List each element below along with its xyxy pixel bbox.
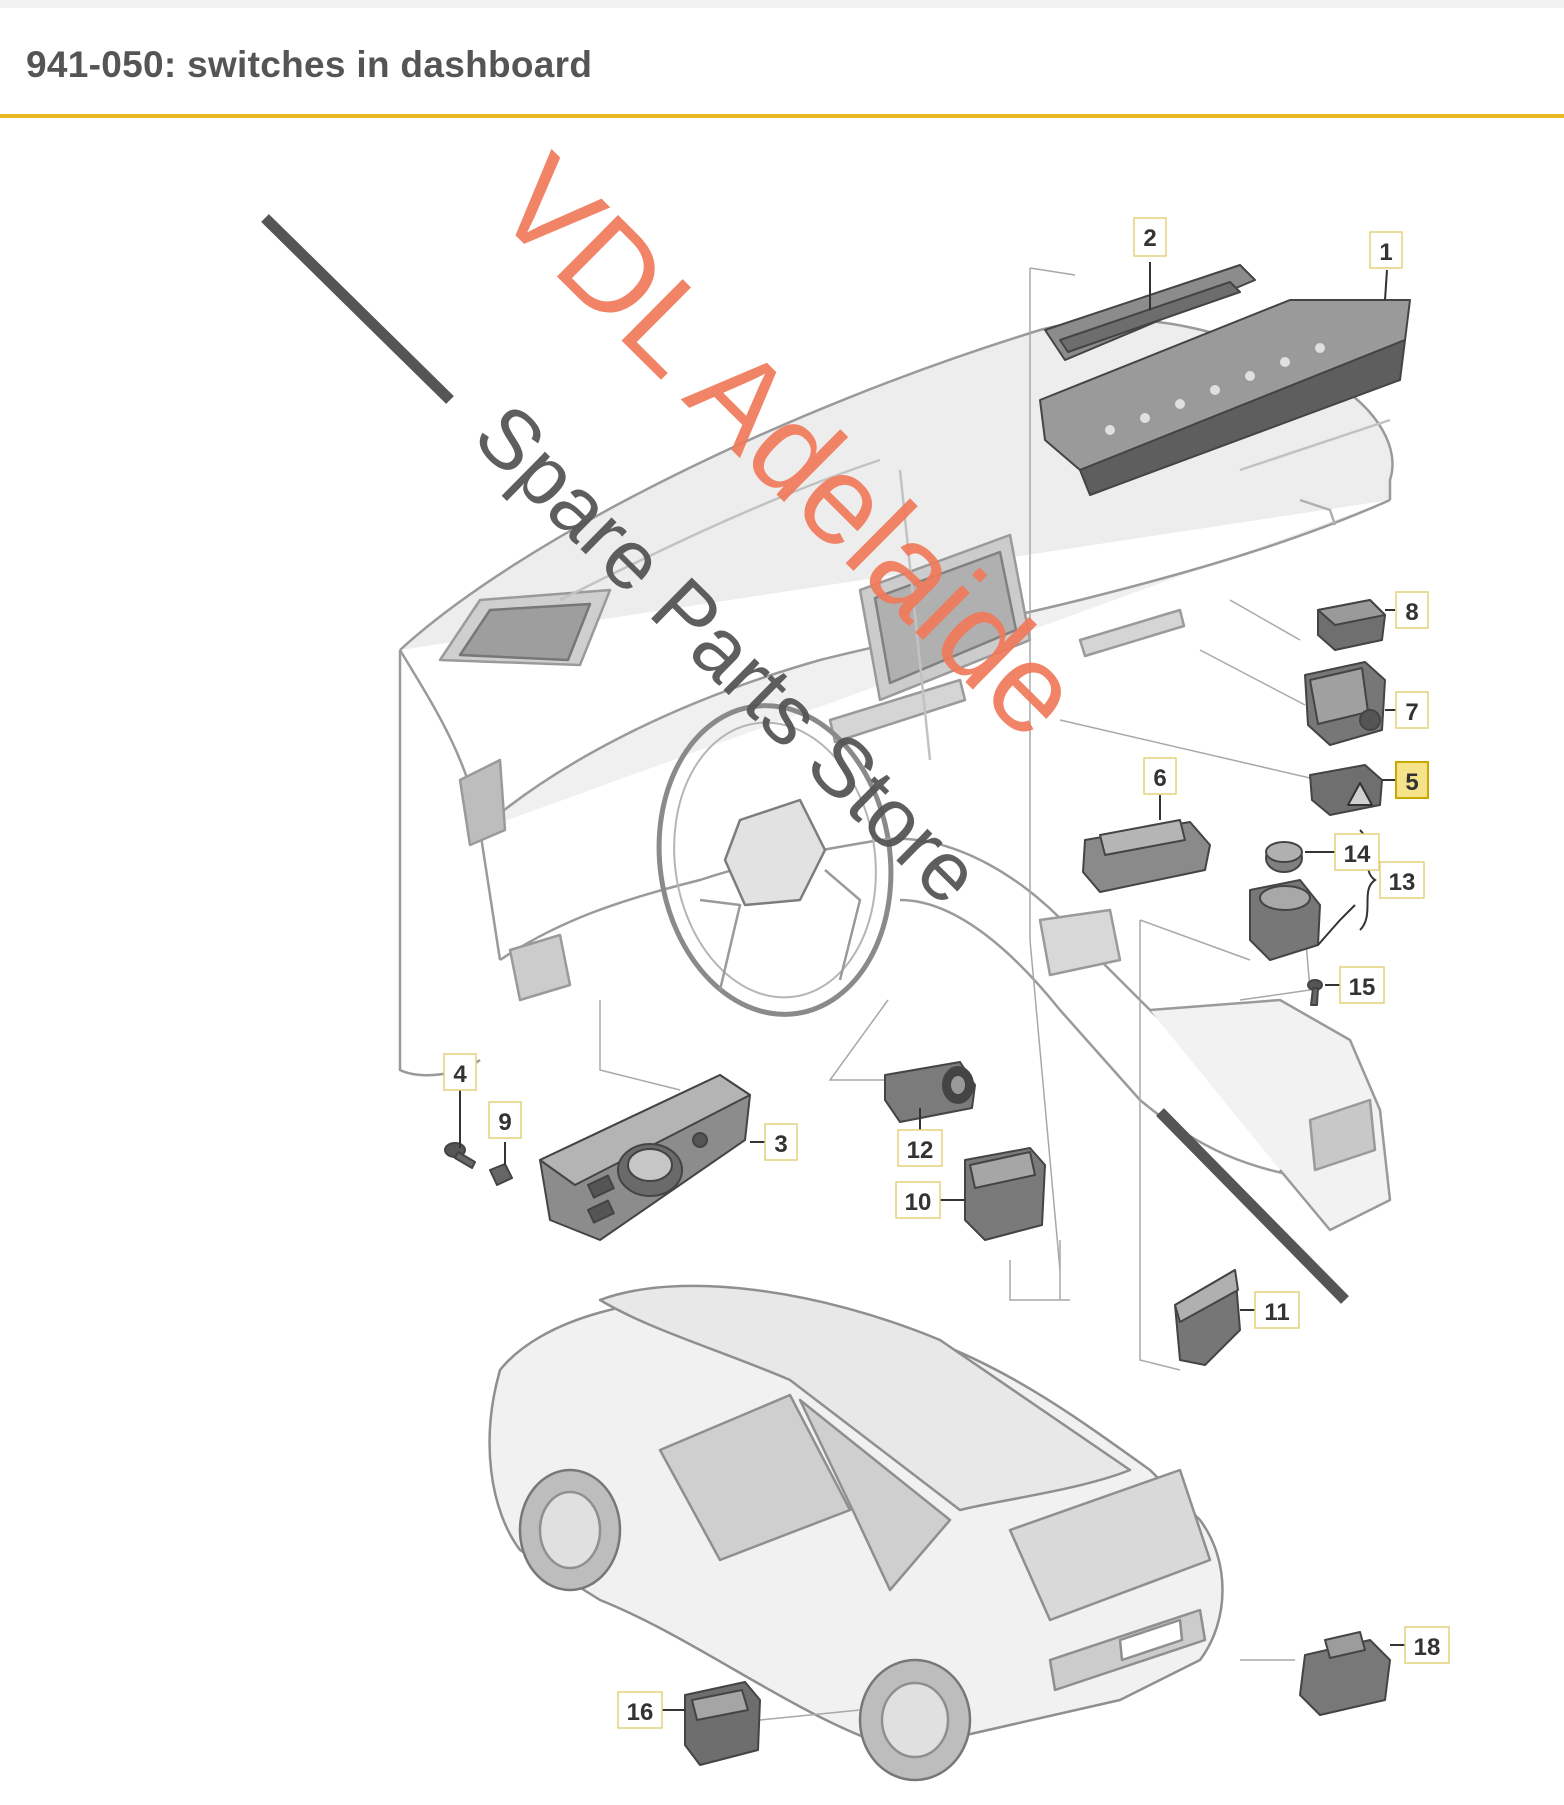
svg-text:10: 10 [905,1189,932,1216]
page-title: 941-050: switches in dashboard [26,44,593,85]
part-3-light-switch[interactable] [539,1074,751,1241]
part-16-switch[interactable] [684,1681,761,1766]
svg-text:9: 9 [498,1109,511,1136]
header-accent-rule [0,114,1564,118]
watermark-stroke-top [261,214,454,404]
part-18-switch[interactable] [1299,1631,1391,1716]
callout-4[interactable]: 4 [443,1053,477,1091]
part-8-switch[interactable] [1317,599,1386,651]
leader-lines [599,267,1311,1721]
parts [444,264,1411,1766]
part-2-switch-panel-cover[interactable] [1044,264,1256,361]
callout-3[interactable]: 3 [764,1123,798,1161]
part-14-knob[interactable] [1265,841,1303,873]
part-10-switch[interactable] [964,1147,1046,1241]
part-15-screw[interactable] [1307,979,1323,1006]
svg-text:1: 1 [1379,239,1392,266]
top-strip [0,0,1564,8]
svg-text:16: 16 [627,1699,654,1726]
parts-diagram: 1 2 8 7 5 6 14 13 [0,118,1564,1800]
svg-text:6: 6 [1153,765,1166,792]
callout-labels: 1 2 8 7 5 6 14 13 [443,217,1450,1729]
page-header: 941-050: switches in dashboard [0,8,1564,118]
callout-8[interactable]: 8 [1395,591,1429,629]
callout-5[interactable]: 5 [1395,761,1429,799]
svg-text:15: 15 [1349,974,1376,1001]
callout-14[interactable]: 14 [1334,833,1380,871]
callout-1[interactable]: 1 [1369,231,1403,269]
callout-ticks [459,262,1405,1711]
svg-text:4: 4 [453,1061,467,1088]
part-7-switch[interactable] [1304,661,1386,746]
callout-18[interactable]: 18 [1404,1626,1450,1664]
svg-text:3: 3 [774,1131,787,1158]
svg-text:11: 11 [1264,1299,1289,1326]
vehicle-illustration [488,1284,1224,1782]
svg-text:14: 14 [1344,841,1371,868]
callout-12[interactable]: 12 [897,1129,943,1167]
svg-text:12: 12 [907,1137,934,1164]
svg-text:7: 7 [1405,699,1418,726]
watermark-stroke-bottom [1156,1108,1349,1304]
part-1-switch-panel[interactable] [1039,299,1411,496]
part-13-rotary-control[interactable] [1249,879,1321,961]
callout-2[interactable]: 2 [1133,217,1167,257]
svg-text:8: 8 [1405,599,1418,626]
part-9-clip[interactable] [489,1163,513,1186]
svg-text:5: 5 [1405,769,1418,796]
part-6-control-unit[interactable] [1082,819,1211,893]
callout-11[interactable]: 11 [1254,1291,1300,1329]
callout-6[interactable]: 6 [1143,757,1177,795]
svg-text:2: 2 [1143,225,1156,252]
callout-10[interactable]: 10 [895,1181,941,1219]
part-11-switch[interactable] [1174,1269,1241,1366]
svg-text:13: 13 [1389,869,1416,896]
svg-text:18: 18 [1414,1634,1441,1661]
callout-9[interactable]: 9 [488,1101,522,1139]
callout-15[interactable]: 15 [1339,966,1385,1004]
callout-13[interactable]: 13 [1379,861,1425,899]
part-5-hazard-switch[interactable] [1309,764,1383,816]
part-12-socket[interactable] [884,1061,976,1123]
callout-7[interactable]: 7 [1395,691,1429,729]
callout-16[interactable]: 16 [617,1691,663,1729]
